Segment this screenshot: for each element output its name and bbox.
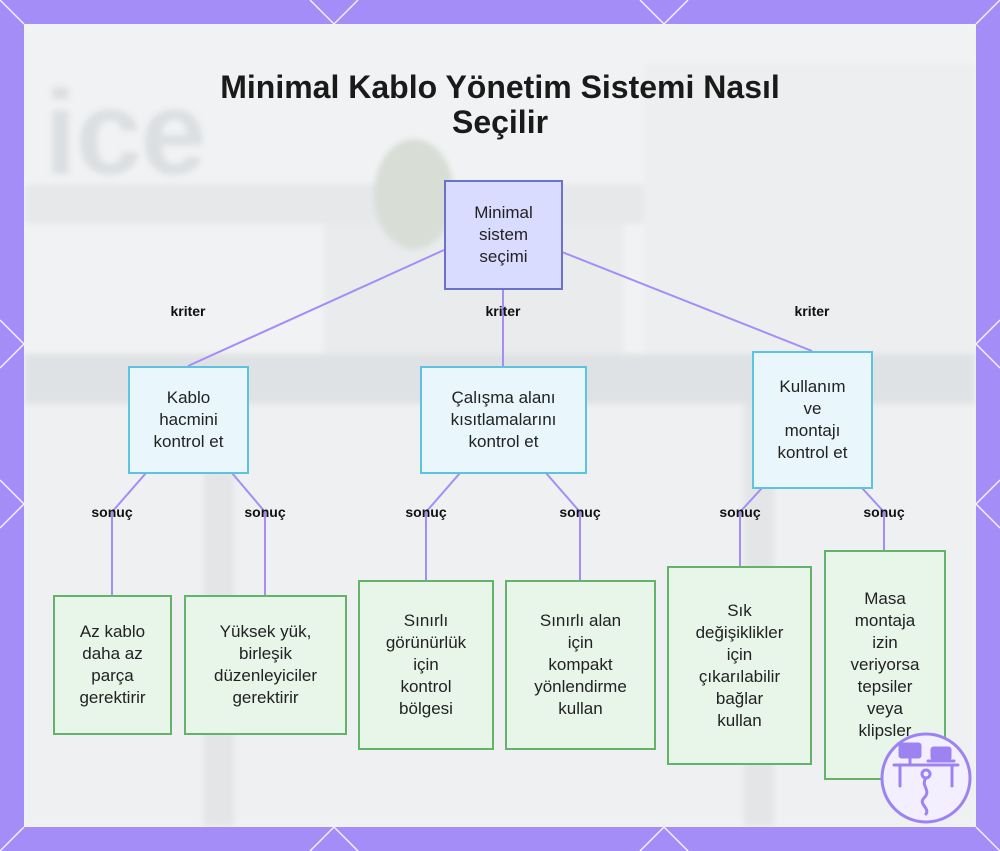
edge-label-sonuc-5: sonuç (719, 504, 761, 520)
edge-root-criteria-1 (187, 249, 445, 367)
result-node-label: Az kablo daha az parça gerektirir (79, 622, 146, 707)
edge-criteria-2-result-3 (425, 472, 461, 580)
edge-criteria-3-result-5 (739, 487, 763, 566)
edge-label-kriter-2: kriter (485, 303, 521, 319)
background-sign-text: ice (44, 66, 207, 200)
edge-criteria-1-result-2 (231, 472, 266, 595)
title-line-1: Minimal Kablo Yönetim Sistemi Nasıl (220, 69, 780, 105)
result-node-1: Az kablo daha az parça gerektirir (53, 595, 172, 735)
criteria-node-label: Kablo hacmini kontrol et (153, 388, 224, 451)
criteria-node-label: Çalışma alanı kısıtlamalarını kontrol et (450, 388, 557, 451)
title-line-2: Seçilir (451, 104, 549, 140)
diagram-title: Minimal Kablo Yönetim Sistemi Nasıl Seçi… (24, 70, 976, 140)
criteria-node-2: Çalışma alanı kısıtlamalarını kontrol et (420, 366, 587, 474)
result-node-label: Sık değişiklikler için çıkarılabilir bağ… (695, 600, 784, 730)
desk-workstation-icon (880, 732, 972, 824)
edge-label-sonuc-3: sonuç (405, 504, 447, 520)
result-node-2: Yüksek yük, birleşik düzenleyiciler gere… (184, 595, 347, 735)
result-node-label: Yüksek yük, birleşik düzenleyiciler gere… (214, 622, 317, 707)
result-node-label: Sınırlı alan için kompakt yönlendirme ku… (534, 611, 627, 718)
root-node: Minimal sistem seçimi (444, 180, 563, 290)
result-node-label: Sınırlı görünürlük için kontrol bölgesi (385, 611, 467, 718)
criteria-node-3: Kullanım ve montajı kontrol et (752, 351, 873, 489)
edge-label-sonuc-1: sonuç (91, 504, 133, 520)
result-node-4: Sınırlı alan için kompakt yönlendirme ku… (505, 580, 656, 750)
root-node-label: Minimal sistem seçimi (474, 203, 533, 266)
result-node-label: Masa montaja izin veriyorsa tepsiler vey… (850, 589, 920, 740)
result-node-3: Sınırlı görünürlük için kontrol bölgesi (358, 580, 494, 750)
edge-label-sonuc-6: sonuç (863, 504, 905, 520)
edge-root-criteria-3 (561, 251, 813, 352)
edge-criteria-2-result-4 (545, 472, 581, 580)
result-node-5: Sık değişiklikler için çıkarılabilir bağ… (667, 566, 812, 765)
edge-label-kriter-1: kriter (170, 303, 206, 319)
result-node-6: Masa montaja izin veriyorsa tepsiler vey… (824, 550, 946, 780)
edge-label-kriter-3: kriter (794, 303, 830, 319)
criteria-node-1: Kablo hacmini kontrol et (128, 366, 249, 474)
edge-criteria-1-result-1 (111, 472, 147, 595)
edge-label-sonuc-2: sonuç (244, 504, 286, 520)
edge-criteria-3-result-6 (861, 487, 885, 550)
edge-label-sonuc-4: sonuç (559, 504, 601, 520)
criteria-node-label: Kullanım ve montajı kontrol et (777, 377, 848, 462)
